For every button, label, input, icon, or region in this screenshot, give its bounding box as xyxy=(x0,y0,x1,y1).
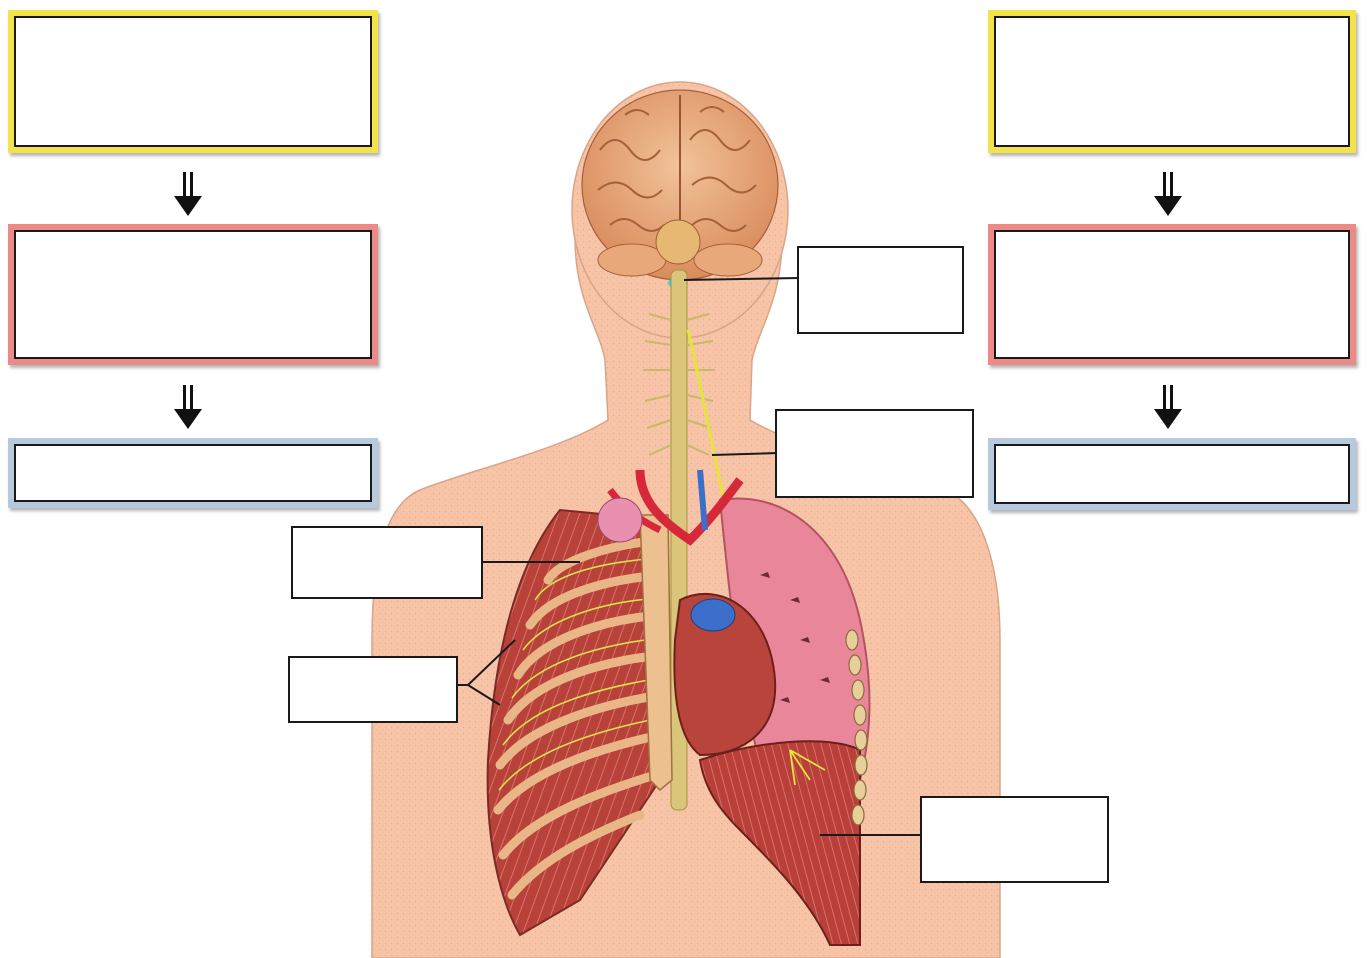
left-flow-box-1-text[interactable] xyxy=(14,16,372,147)
label-intercostal-upper[interactable] xyxy=(291,526,483,599)
right-flow-box-3-text[interactable] xyxy=(994,444,1350,504)
brain xyxy=(582,90,778,287)
right-flow-box-2 xyxy=(988,224,1356,365)
label-brainstem[interactable] xyxy=(797,246,964,334)
down-arrow-icon xyxy=(1153,172,1183,218)
label-intercostal-lower[interactable] xyxy=(288,656,458,723)
right-flow-box-1-text[interactable] xyxy=(994,16,1350,147)
down-arrow-icon xyxy=(173,172,203,218)
right-flow-box-1 xyxy=(988,10,1356,153)
left-flow-box-3-text[interactable] xyxy=(14,444,372,502)
right-flow-box-2-text[interactable] xyxy=(994,230,1350,359)
label-diaphragm[interactable] xyxy=(920,796,1109,883)
right-flow-box-3 xyxy=(988,438,1356,510)
down-arrow-icon xyxy=(1153,385,1183,431)
left-flow-box-2-text[interactable] xyxy=(14,230,372,359)
left-flow-box-3 xyxy=(8,438,378,508)
label-nerve[interactable] xyxy=(775,409,974,498)
left-flow-box-1 xyxy=(8,10,378,153)
left-flow-box-2 xyxy=(8,224,378,365)
down-arrow-icon xyxy=(173,385,203,431)
